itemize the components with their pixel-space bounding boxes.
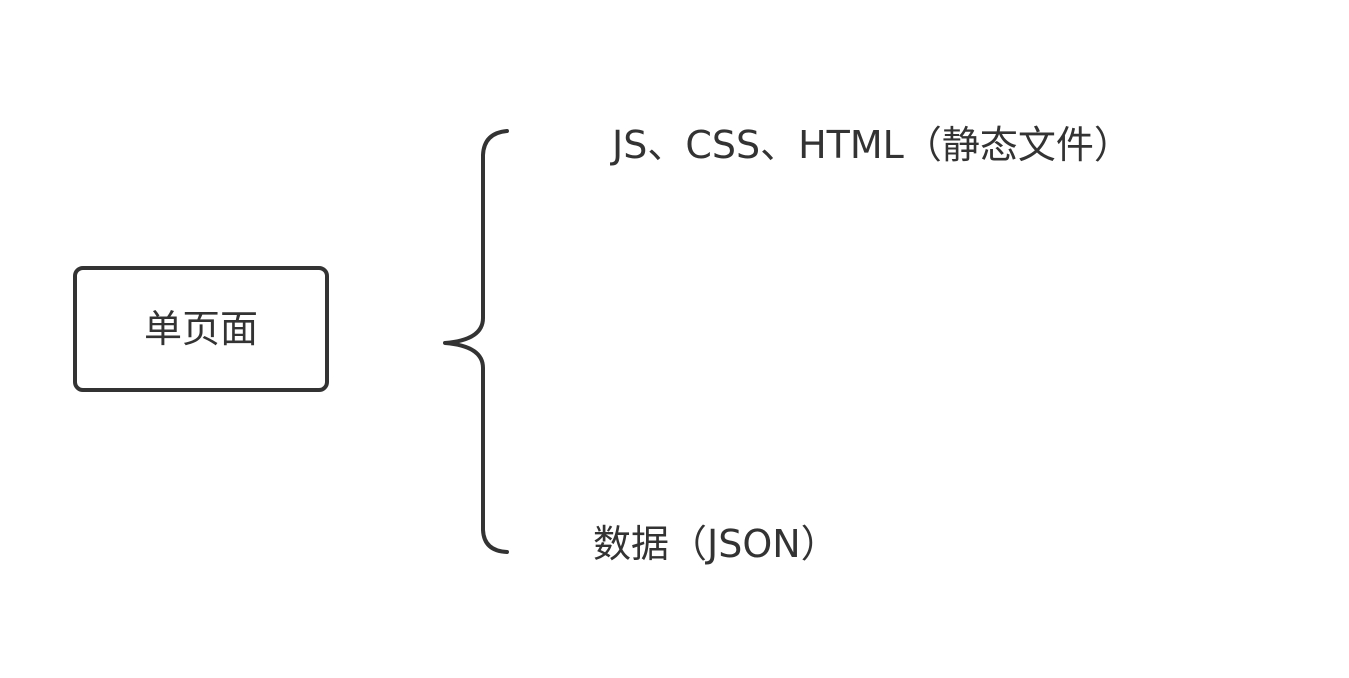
branch-label-data-json: 数据（JSON） [593,522,839,566]
root-node: 单页面 [73,266,329,392]
branch-label-static-files: JS、CSS、HTML（静态文件） [612,123,1132,167]
brace-path [443,129,509,554]
root-node-label: 单页面 [143,307,258,351]
